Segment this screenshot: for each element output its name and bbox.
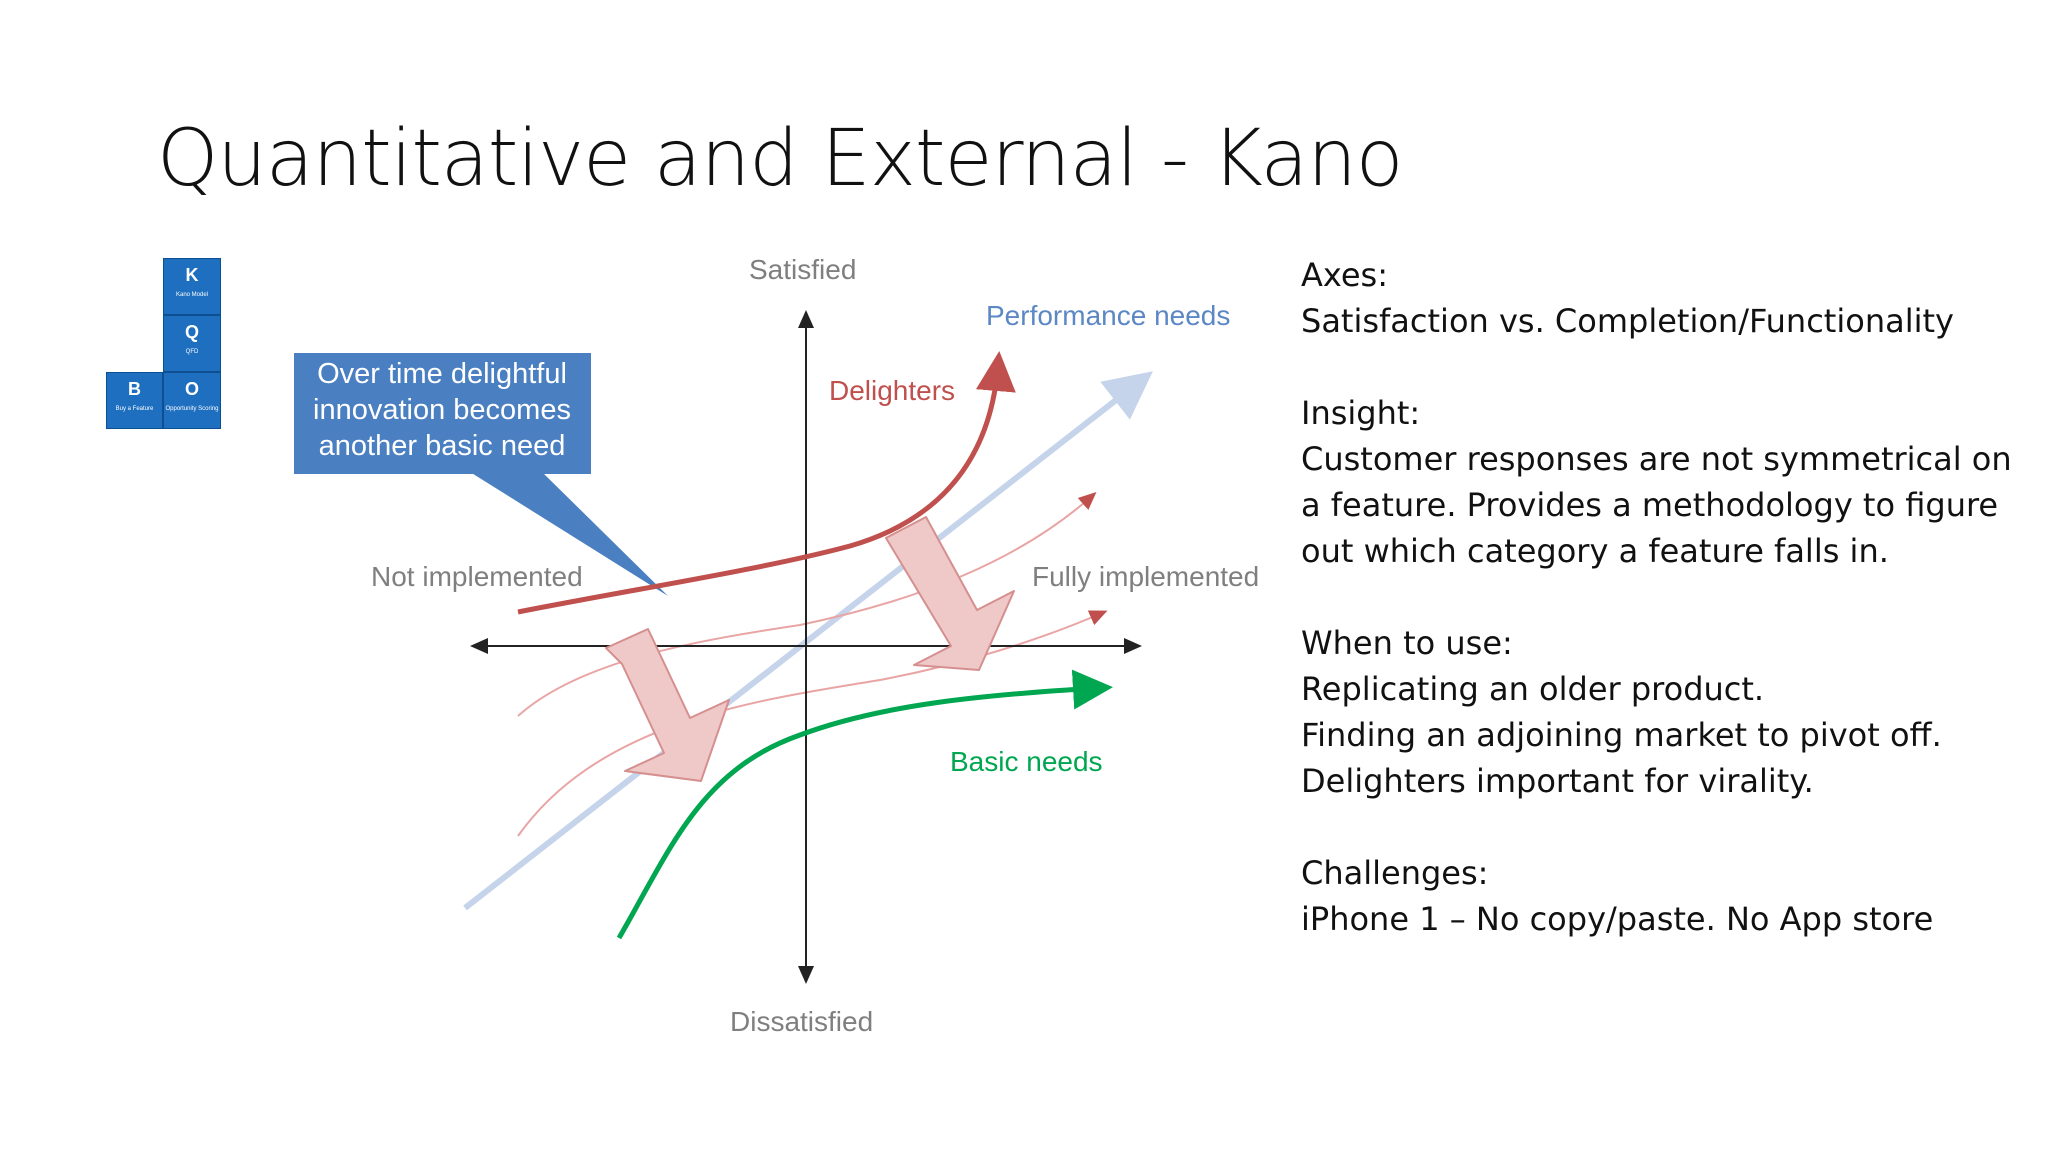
delighter-trajectory-lower [517,610,1108,837]
shift-arrow-right [885,516,1015,671]
basic-needs-curve [616,669,1113,940]
insight-line: out which category a feature falls in. [1301,532,1889,570]
challenges-heading: Challenges: [1301,854,1489,892]
performance-needs-label: Performance needs [986,300,1231,331]
notes-panel: Axes: Satisfaction vs. Completion/Functi… [1301,252,2041,942]
when-heading: When to use: [1301,624,1513,662]
axes-heading: Axes: [1301,256,1388,294]
axis-label-fully-implemented: Fully implemented [1032,561,1260,592]
basic-needs-label: Basic needs [950,746,1103,777]
when-line: Delighters important for virality. [1301,762,1814,800]
insight-heading: Insight: [1301,394,1421,432]
axis-label-not-implemented: Not implemented [371,561,583,592]
insight-line: Customer responses are not symmetrical o… [1301,440,2012,478]
delighters-label: Delighters [829,375,956,406]
logo-tile-b: B Buy a Feature [106,372,163,429]
callout-box [294,353,591,474]
shift-arrow-left [605,628,730,782]
slide-title: Quantitative and External - Kano [157,114,1404,204]
axis-label-satisfied: Satisfied [749,254,857,285]
when-line: Replicating an older product. [1301,670,1765,708]
insight-line: a feature. Provides a methodology to fig… [1301,486,1999,524]
logo-tile-q: Q QFD [163,315,221,372]
delighter-trajectory-upper [517,492,1097,717]
callout-pointer [470,472,668,596]
logo-tile-o: O Opportunity Scoring [163,372,221,429]
axis-label-dissatisfied: Dissatisfied [730,1006,874,1037]
when-line: Finding an adjoining market to pivot off… [1301,716,1942,754]
axes-text: Satisfaction vs. Completion/Functionalit… [1301,302,1954,340]
logo-tile-k: K Kano Model [163,258,221,315]
delighters-curve [517,351,1016,615]
callout-text: Over time delightful innovation becomes … [313,358,571,462]
challenges-text: iPhone 1 – No copy/paste. No App store [1301,900,1934,938]
kqbo-logo: K Kano Model Q QFD B Buy a Feature O Opp… [106,258,222,430]
